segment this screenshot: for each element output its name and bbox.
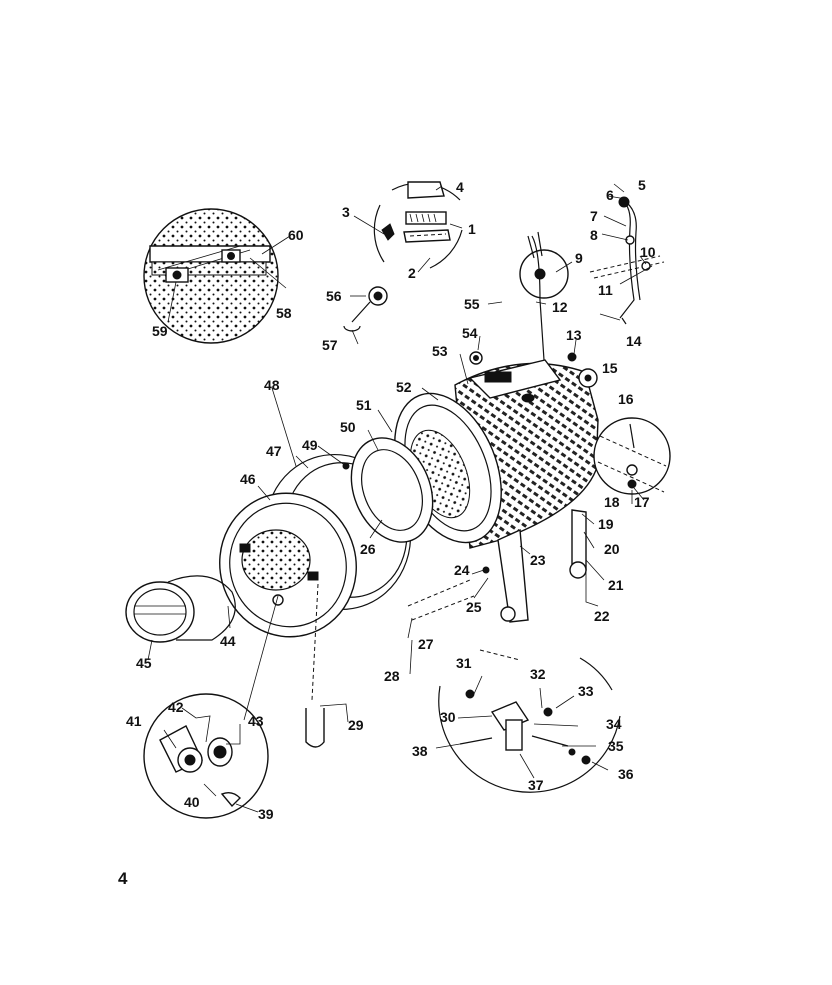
hose-clamp bbox=[343, 286, 388, 332]
detail-top-fasteners bbox=[373, 181, 463, 269]
callout-38: 38 bbox=[412, 743, 428, 759]
callout-23: 23 bbox=[530, 552, 546, 568]
detail-pump bbox=[143, 693, 269, 819]
callout-12: 12 bbox=[552, 299, 568, 315]
callout-19: 19 bbox=[598, 516, 614, 532]
front-ring bbox=[219, 492, 357, 638]
callout-27: 27 bbox=[418, 636, 434, 652]
detail-tub-panel bbox=[143, 208, 279, 344]
callout-11: 11 bbox=[598, 282, 613, 298]
door-bellows bbox=[125, 575, 236, 643]
callout-13: 13 bbox=[566, 327, 582, 343]
callout-45: 45 bbox=[136, 655, 152, 671]
page-number: 4 bbox=[118, 869, 128, 888]
callout-8: 8 bbox=[590, 227, 598, 243]
callout-47: 47 bbox=[266, 443, 282, 459]
callout-7: 7 bbox=[590, 208, 598, 224]
callout-42: 42 bbox=[168, 699, 184, 715]
callout-20: 20 bbox=[604, 541, 620, 557]
callout-10: 10 bbox=[640, 244, 656, 260]
callout-22: 22 bbox=[594, 608, 610, 624]
drain-pipe bbox=[305, 579, 475, 748]
callout-2: 2 bbox=[408, 265, 416, 281]
callout-1: 1 bbox=[468, 221, 476, 237]
callout-51: 51 bbox=[356, 397, 372, 413]
callout-53: 53 bbox=[432, 343, 448, 359]
callout-44: 44 bbox=[220, 633, 236, 649]
callout-5: 5 bbox=[638, 177, 646, 193]
callout-40: 40 bbox=[184, 794, 200, 810]
leader-lines bbox=[147, 183, 653, 813]
callout-36: 36 bbox=[618, 766, 634, 782]
detail-wiring bbox=[589, 196, 665, 325]
callout-30: 30 bbox=[440, 709, 456, 725]
callout-48: 48 bbox=[264, 377, 280, 393]
callout-21: 21 bbox=[608, 577, 624, 593]
callout-28: 28 bbox=[384, 668, 400, 684]
callout-57: 57 bbox=[322, 337, 338, 353]
callout-52: 52 bbox=[396, 379, 412, 395]
callout-37: 37 bbox=[528, 777, 544, 793]
callout-49: 49 bbox=[302, 437, 318, 453]
callout-33: 33 bbox=[578, 683, 594, 699]
callout-24: 24 bbox=[454, 562, 470, 578]
callout-25: 25 bbox=[466, 599, 482, 615]
callout-3: 3 bbox=[342, 204, 350, 220]
callout-43: 43 bbox=[248, 713, 264, 729]
callout-15: 15 bbox=[602, 360, 618, 376]
callout-50: 50 bbox=[340, 419, 356, 435]
detail-pulley bbox=[593, 417, 671, 495]
callout-9: 9 bbox=[575, 250, 583, 266]
callout-14: 14 bbox=[626, 333, 642, 349]
callout-32: 32 bbox=[530, 666, 546, 682]
callout-6: 6 bbox=[606, 187, 614, 203]
callout-17: 17 bbox=[634, 494, 650, 510]
callout-18: 18 bbox=[604, 494, 620, 510]
callout-31: 31 bbox=[456, 655, 472, 671]
callout-39: 39 bbox=[258, 806, 274, 822]
detail-hinge bbox=[438, 657, 621, 793]
callout-55: 55 bbox=[464, 296, 480, 312]
callout-41: 41 bbox=[126, 713, 142, 729]
callout-35: 35 bbox=[608, 738, 624, 754]
detail-hose-fitting bbox=[519, 231, 569, 299]
filler-hose bbox=[502, 235, 545, 362]
callout-58: 58 bbox=[276, 305, 292, 321]
callout-labels: 1 2 3 4 5 6 7 8 9 10 11 12 13 14 15 16 1… bbox=[126, 177, 656, 822]
callout-56: 56 bbox=[326, 288, 342, 304]
callout-4: 4 bbox=[456, 179, 464, 195]
callout-34: 34 bbox=[606, 716, 622, 732]
callout-59: 59 bbox=[152, 323, 168, 339]
callout-60: 60 bbox=[288, 227, 304, 243]
callout-26: 26 bbox=[360, 541, 376, 557]
callout-46: 46 bbox=[240, 471, 256, 487]
callout-54: 54 bbox=[462, 325, 478, 341]
suspension-strut bbox=[479, 509, 587, 661]
callout-29: 29 bbox=[348, 717, 364, 733]
callout-16: 16 bbox=[618, 391, 634, 407]
